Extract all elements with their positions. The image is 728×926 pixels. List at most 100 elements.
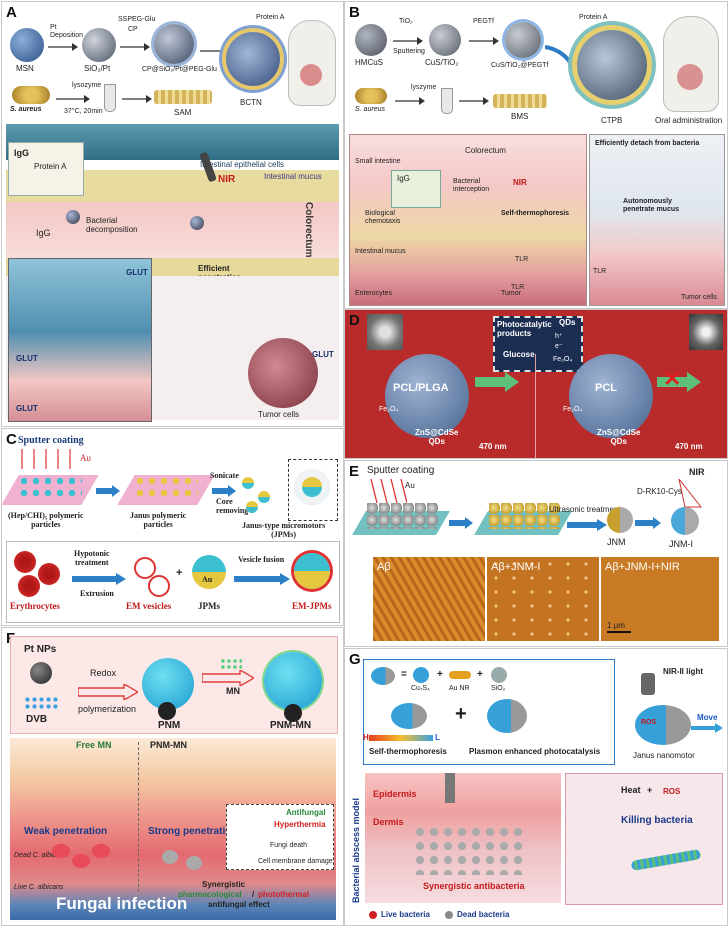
ctpb-particle — [577, 30, 647, 100]
hmcus-label: HMCuS — [355, 58, 384, 67]
cus-tio2-label: CuS/TiO₂ — [425, 58, 459, 67]
polymeric-label: (Hep/CHI)₅ polymeric particles — [8, 511, 84, 529]
intestine-scene — [349, 134, 587, 306]
epithelial-label: Intestinal epithelial cells — [200, 160, 285, 169]
sio2pt-label: SiO₂/Pt — [84, 64, 111, 73]
glut-label-4: GLUT — [312, 350, 334, 359]
arrow-f1 — [78, 684, 138, 700]
pnm-particle — [142, 658, 194, 710]
laser-g — [641, 673, 655, 695]
glut-label-2: GLUT — [16, 354, 38, 363]
erythrocyte-1 — [14, 551, 36, 573]
aunr-label: Au NR — [449, 685, 470, 692]
nir-g-label: NIR-II light — [663, 667, 703, 676]
tumor-b-label: Tumor — [501, 290, 521, 297]
em-vesicles-label: EM vesicles — [126, 601, 172, 611]
hypotonic-label: Hypotonic treatment — [74, 549, 110, 567]
membrane-label: Cell membrane damage — [258, 858, 333, 865]
pnm-mn-cap — [284, 704, 302, 722]
zoom-panel-g — [565, 773, 723, 905]
nir-beam — [678, 479, 703, 508]
cu2s-label: Cu₇S₄ — [411, 685, 430, 692]
lysozyme-b-label: lyszyme — [411, 84, 437, 91]
nir-e-label: NIR — [689, 467, 705, 477]
mucus-label: Intestinal mucus — [264, 172, 322, 181]
arrow-lysozyme — [56, 95, 90, 103]
panel-label-g: G — [349, 651, 361, 668]
arrow-pt — [48, 43, 78, 51]
dermis-label: Dermis — [373, 817, 404, 827]
polymerization-label: polymerization — [78, 704, 137, 714]
dead-cell-2 — [186, 856, 202, 870]
panel-a: A MSN Pt Deposition SiO₂/Pt SSPEG-Glu CP… — [1, 1, 344, 427]
particle-grid-1 — [18, 475, 82, 501]
glut-label-3: GLUT — [16, 404, 38, 413]
pnm-mn-label: PNM-MN — [270, 720, 312, 731]
pcl-plga-label: PCL/PLGA — [393, 382, 449, 394]
afm-label-1: Aβ — [377, 561, 391, 573]
interception-label: Bacterial interception — [453, 178, 490, 193]
effect-label: antifungal effect — [208, 900, 270, 909]
mn-dots — [220, 658, 242, 670]
biological-label: Biological chemotaxis — [365, 210, 401, 225]
pnm-mn-particle — [264, 652, 322, 710]
scale-bar — [607, 631, 631, 633]
plus-big: + — [455, 703, 467, 725]
dead-legend-dot — [445, 911, 453, 919]
move-label: Move — [697, 713, 718, 722]
bms-label: BMS — [511, 112, 529, 121]
cross-icon: ✕ — [663, 366, 682, 391]
bacterial-label: Bacterial decomposition — [86, 216, 138, 234]
spheres-e2 — [489, 503, 561, 529]
pt-nps-label: Pt NPs — [24, 644, 57, 655]
dead-c-label: Dead C. albicans — [14, 852, 68, 859]
bctn-label: BCTN — [240, 98, 262, 107]
plus-heat: + — [647, 785, 653, 795]
strong-label: Strong penetration — [148, 826, 238, 837]
aunr-glyph — [449, 671, 471, 679]
nm-left-label: 470 nm — [479, 442, 507, 451]
lumen-area — [6, 202, 339, 258]
afm-image-1 — [373, 557, 485, 641]
nir-b-label: NIR — [513, 178, 527, 187]
cp-particle — [154, 24, 194, 64]
mn-label: MN — [226, 686, 240, 696]
erythrocyte-2 — [38, 563, 60, 585]
motor-g-2 — [487, 699, 527, 733]
pt-deposition-label: Pt Deposition — [50, 24, 84, 39]
colorectum-b-label: Colorectum — [465, 146, 506, 155]
fungi-death-label: Fungi death — [270, 842, 307, 849]
green-arrow — [475, 372, 519, 392]
fungi-cell-2 — [72, 854, 90, 868]
au-e-label: Au — [405, 481, 415, 490]
colorectum-label: Colorectum — [303, 202, 314, 258]
arrow-f2 — [202, 670, 254, 686]
redox-label: Redox — [90, 668, 117, 678]
pegtf-label: PEGTf — [473, 18, 495, 25]
green-arrow-blocked — [657, 372, 701, 392]
pcl-motor — [569, 354, 653, 438]
dvb-cluster — [24, 696, 58, 710]
mouse-b-gut — [677, 64, 703, 90]
em-jpms-label: EM-JPMs — [292, 601, 332, 611]
msn-label: MSN — [16, 64, 34, 73]
jnm-particle — [607, 507, 633, 533]
panel-f: F Pt NPs DVB Redox polymerization PNM MN… — [1, 627, 344, 926]
mucus-b-label: Intestinal mucus — [355, 248, 406, 255]
em-jpm — [294, 553, 330, 589]
synergistic-f-label: Synergistic — [202, 880, 246, 889]
ros2-label: ROS — [663, 787, 681, 796]
arrow-e1 — [449, 517, 473, 529]
tem-inset-left — [367, 314, 403, 350]
cus-tio2-pegtf-label: CuS/TiO₂@PEGTf — [491, 62, 549, 69]
panel-label-c: C — [6, 431, 17, 448]
fungi-cell-3 — [92, 844, 110, 858]
nm-right-label: 470 nm — [675, 442, 703, 451]
heat-label: Heat — [621, 785, 641, 795]
tem-inset-right — [689, 314, 723, 350]
janus-small-2 — [258, 491, 270, 503]
pcl-plga-motor — [385, 354, 469, 438]
sio2-label: SiO₂ — [491, 685, 506, 692]
motor-particle-2 — [190, 216, 204, 230]
